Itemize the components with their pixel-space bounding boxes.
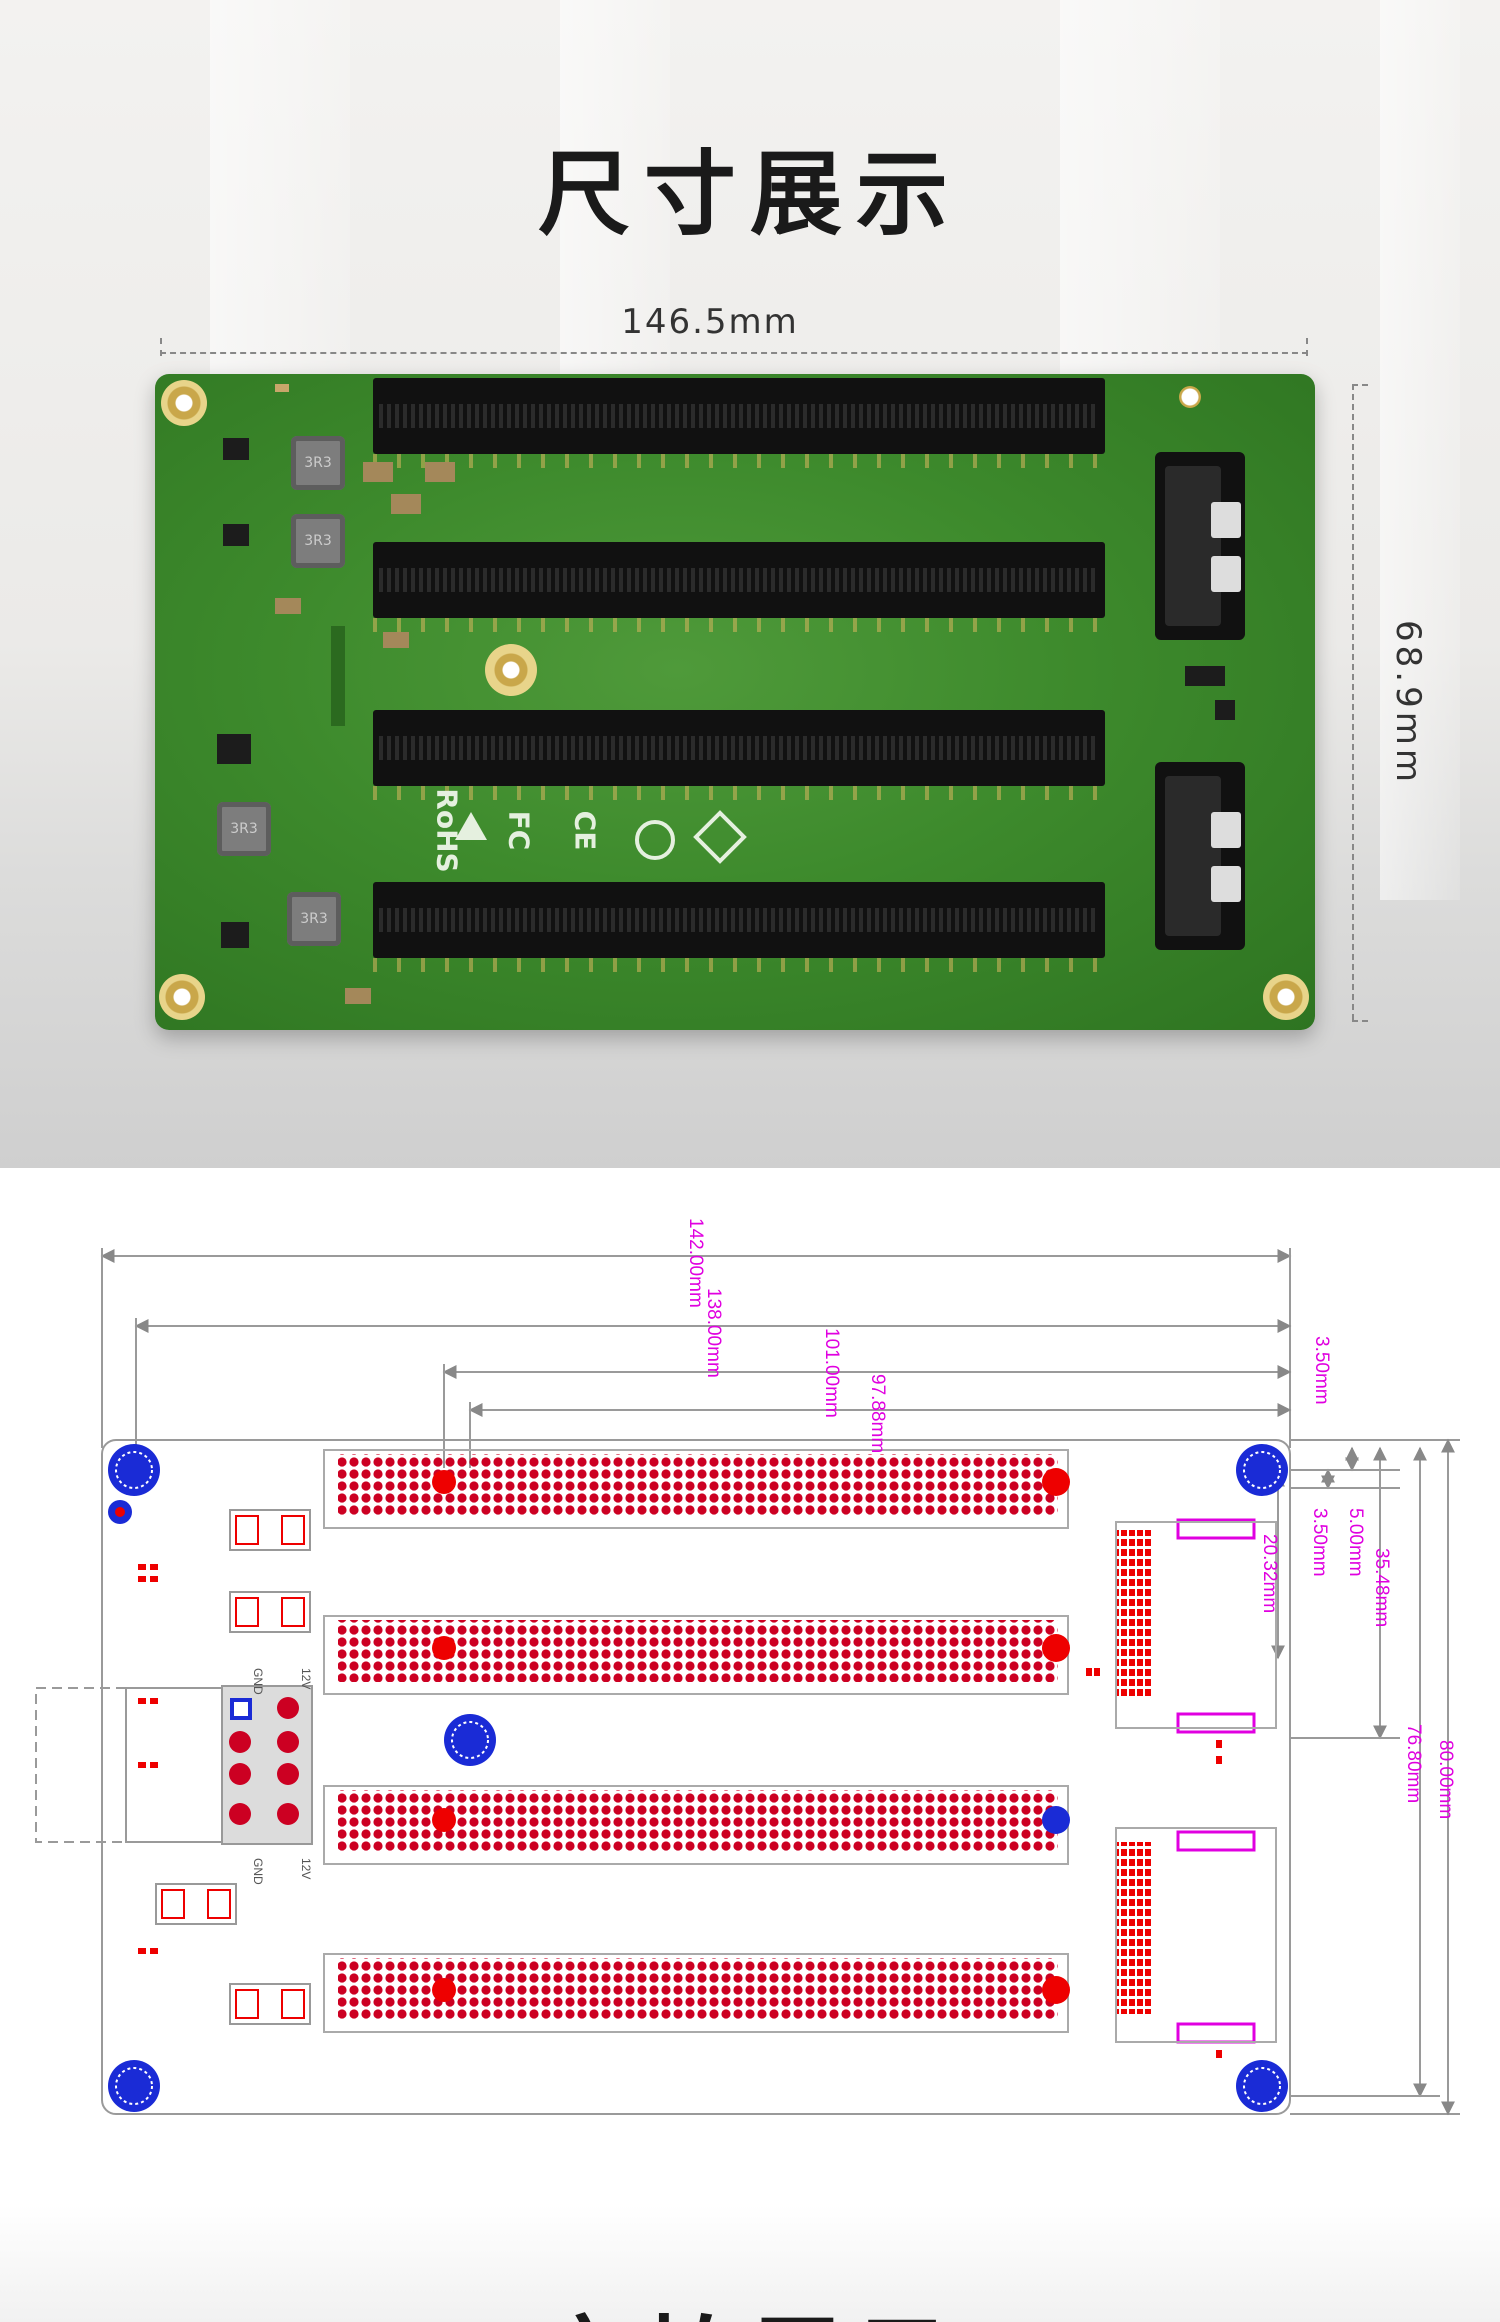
slimsas-latch-outlines <box>1176 1518 1256 2044</box>
section-title: 尺寸展示 <box>537 140 962 248</box>
height-dimension-label: 68.9mm <box>1388 620 1428 786</box>
dim-35-48: 35.48mm <box>1371 1548 1392 1627</box>
dimension-lines <box>100 1248 1460 2116</box>
slimsas-connector <box>1155 762 1245 950</box>
pcie-slot-footprints <box>323 1449 1070 2033</box>
svg-text:GND: GND <box>251 1668 265 1695</box>
pcie-slot <box>373 542 1105 632</box>
dim-80: 80.00mm <box>1435 1740 1456 1819</box>
product-photo-section: 尺寸展示 146.5mm 68.9mm 3R3 3R3 3R3 3R3 <box>0 0 1500 1168</box>
mount-hole <box>485 644 537 696</box>
width-dimension-line <box>160 352 1308 354</box>
inductor: 3R3 <box>291 514 345 568</box>
pcie-slot <box>373 378 1105 468</box>
recycle-10-icon <box>635 820 675 860</box>
slimsas-pad-column <box>1116 1530 1152 1696</box>
dim-76-8: 76.80mm <box>1403 1724 1424 1803</box>
dim-3-5-top: 3.50mm <box>1311 1336 1332 1405</box>
mount-hole <box>161 380 207 426</box>
inductor: 3R3 <box>217 802 271 856</box>
logo-diamond-icon <box>693 810 747 864</box>
height-dimension-line <box>1352 384 1354 1020</box>
component-outlines <box>155 1509 311 2025</box>
pcie-slot <box>373 710 1105 800</box>
next-section-title: 实拍展示 <box>0 2286 1500 2322</box>
pcie-slot <box>373 882 1105 972</box>
board-outline <box>101 1439 1291 2115</box>
dim-142: 142.00mm <box>685 1218 706 1308</box>
dimension-drawing: 142.00mm 138.00mm 101.00mm 97.88mm 3.50m… <box>35 1218 1460 2116</box>
dim-5: 5.00mm <box>1345 1508 1366 1577</box>
inductor: 3R3 <box>287 892 341 946</box>
mount-hole <box>159 974 205 1020</box>
ce-mark: CE <box>568 810 602 851</box>
mount-hole <box>1179 386 1201 408</box>
dim-138: 138.00mm <box>703 1288 724 1378</box>
slimsas-pad-column <box>1116 1842 1152 2014</box>
dim-97: 97.88mm <box>867 1374 888 1453</box>
mechanical-drawing-section: 142.00mm 138.00mm 101.00mm 97.88mm 3.50m… <box>0 1168 1500 2204</box>
mount-hole <box>1263 974 1309 1020</box>
inductor: 3R3 <box>291 436 345 490</box>
next-section: 实拍展示 <box>0 2204 1500 2322</box>
width-dimension-label: 146.5mm <box>621 302 799 342</box>
svg-text:12V: 12V <box>299 1858 313 1879</box>
slimsas-connector <box>1155 452 1245 640</box>
fcc-mark: FC <box>502 810 536 851</box>
pcb-board-photo: 3R3 3R3 3R3 3R3 RoHS FC CE <box>155 374 1315 1030</box>
svg-text:GND: GND <box>251 1858 265 1885</box>
dim-20-32: 20.32mm <box>1259 1534 1280 1613</box>
power-connector-pads <box>229 1697 299 1825</box>
warning-triangle-icon <box>455 812 487 840</box>
svg-text:12V: 12V <box>299 1668 313 1689</box>
dimension-labels: 142.00mm 138.00mm 101.00mm 97.88mm 3.50m… <box>685 1218 1456 1819</box>
dim-3-5-side: 3.50mm <box>1309 1508 1330 1577</box>
dim-101: 101.00mm <box>821 1328 842 1418</box>
power-labels: GND 12V GND 12V <box>251 1668 313 1885</box>
